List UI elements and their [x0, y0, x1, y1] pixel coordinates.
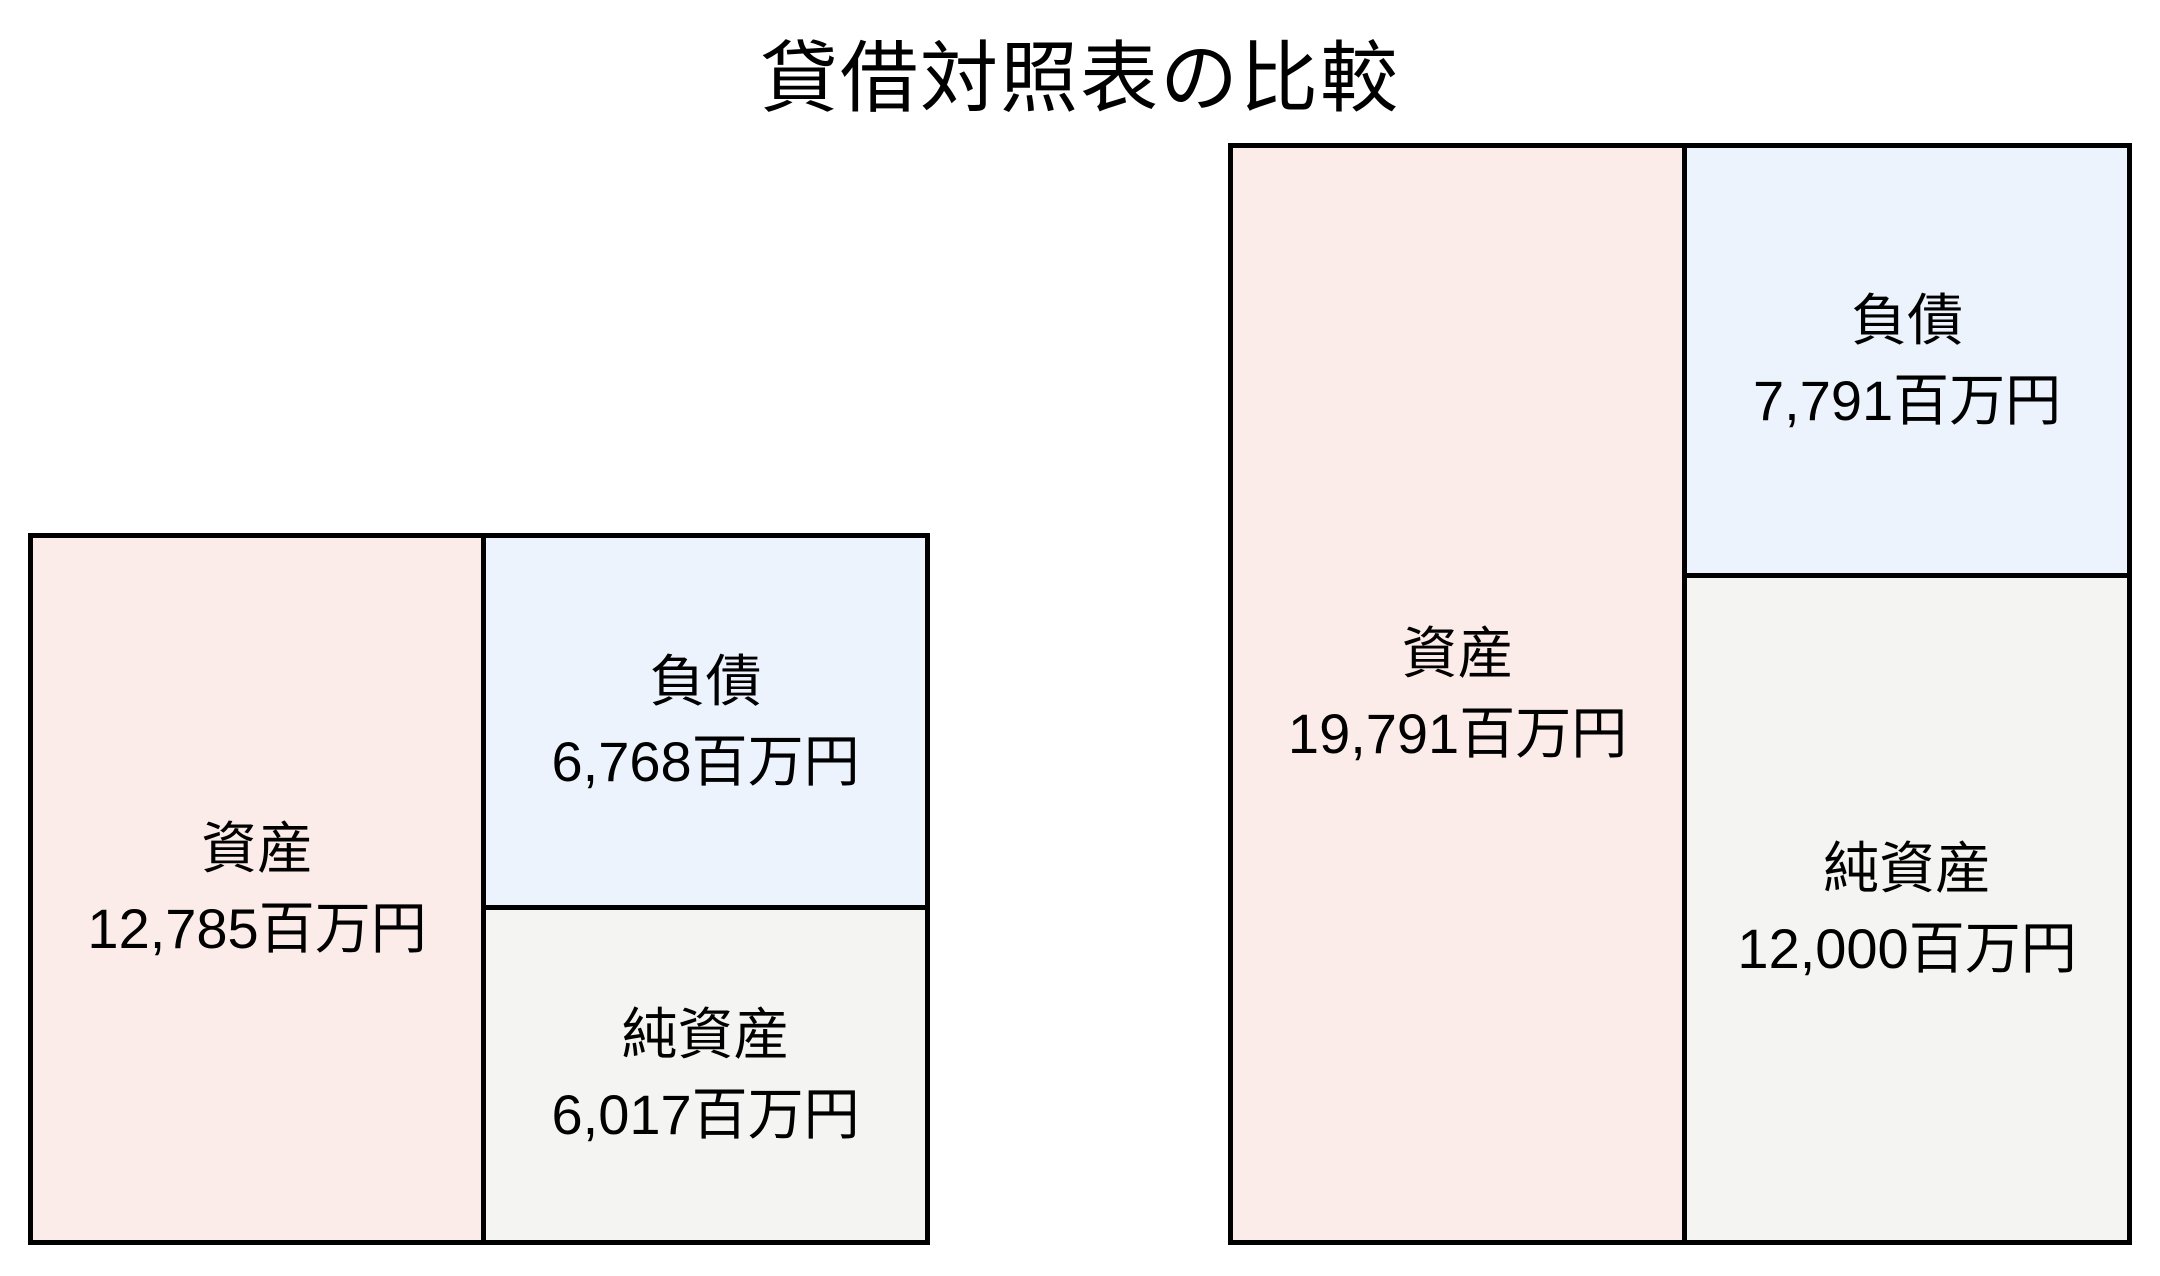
liabilities-label: 負債 6,768百万円 [551, 642, 859, 801]
segment-name: 資産 [1401, 622, 1514, 686]
balance-sheet-left: 資産 12,785百万円 負債 6,768百万円 純資産 6,017百万円 [28, 533, 930, 1245]
net-assets-box: 純資産 6,017百万円 [486, 910, 925, 1240]
net-assets-box: 純資産 12,000百万円 [1687, 578, 2127, 1240]
net-assets-label: 純資産 12,000百万円 [1737, 829, 2076, 988]
segment-value: 19,791百万円 [1287, 702, 1628, 765]
liabilities-net-assets-column: 負債 7,791百万円 純資産 12,000百万円 [1687, 148, 2127, 1240]
segment-name: 負債 [1851, 288, 1964, 352]
segment-name: 資産 [201, 817, 314, 881]
liabilities-box: 負債 7,791百万円 [1687, 148, 2127, 578]
segment-value: 7,791百万円 [1753, 368, 2062, 432]
liabilities-label: 負債 7,791百万円 [1753, 281, 2061, 440]
segment-name: 負債 [649, 649, 762, 713]
assets-box: 資産 12,785百万円 [33, 538, 487, 1240]
segment-name: 純資産 [1823, 837, 1992, 901]
assets-label: 資産 12,785百万円 [87, 809, 426, 968]
assets-box: 資産 19,791百万円 [1233, 148, 1688, 1240]
liabilities-net-assets-column: 負債 6,768百万円 純資産 6,017百万円 [486, 538, 925, 1240]
segment-value: 6,768百万円 [551, 729, 860, 793]
chart-title: 貸借対照表の比較 [759, 34, 1400, 122]
segment-name: 純資産 [621, 1003, 790, 1067]
liabilities-box: 負債 6,768百万円 [486, 538, 925, 910]
net-assets-label: 純資産 6,017百万円 [551, 995, 859, 1154]
segment-value: 12,785百万円 [87, 897, 427, 960]
segment-value: 6,017百万円 [551, 1083, 860, 1146]
balance-sheet-right: 資産 19,791百万円 負債 7,791百万円 純資産 12,000百万円 [1228, 143, 2132, 1245]
assets-label: 資産 19,791百万円 [1288, 614, 1627, 773]
segment-value: 12,000百万円 [1737, 917, 2077, 980]
